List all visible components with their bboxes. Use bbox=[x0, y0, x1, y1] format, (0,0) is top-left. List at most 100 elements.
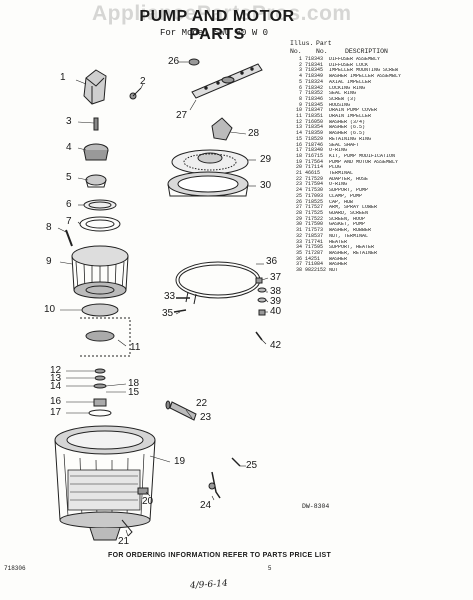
callout-22: 22 bbox=[196, 398, 208, 409]
part-number: 718349 bbox=[305, 73, 324, 80]
part-number: 717529 bbox=[305, 175, 324, 182]
plug-drawing bbox=[137, 487, 149, 495]
part-description: WASHER IMPELLER ASSEMBLY bbox=[329, 74, 402, 80]
part-description: WASHER (6.5) bbox=[329, 131, 366, 137]
callout-1: 1 bbox=[60, 72, 66, 83]
illus-number: 29 bbox=[295, 215, 302, 222]
callout-30: 30 bbox=[260, 180, 272, 191]
model-subtitle: For Model SWU 60 W 0 bbox=[160, 28, 269, 38]
part-description: LOCKING RING bbox=[329, 85, 366, 91]
callout-29: 29 bbox=[260, 154, 272, 165]
callout-39: 39 bbox=[270, 296, 282, 307]
leader-lines bbox=[57, 61, 269, 537]
part-number: 14251 bbox=[305, 255, 321, 262]
spray-arm-drawing bbox=[191, 63, 263, 99]
part-description: CLAMP, PUMP bbox=[329, 193, 363, 199]
part-description: DIFFUSER LOCK bbox=[329, 62, 369, 68]
part-number: 716715 bbox=[305, 152, 324, 159]
part-description: DIFFUSER ASSEMBLY bbox=[329, 57, 381, 62]
ordering-note: FOR ORDERING INFORMATION REFER TO PARTS … bbox=[108, 552, 332, 559]
callout-18: 18 bbox=[128, 378, 140, 389]
part-description: WASHER bbox=[329, 256, 348, 262]
illus-number: 22 bbox=[295, 175, 302, 182]
callout-17: 17 bbox=[50, 407, 62, 418]
illus-number: 27 bbox=[295, 204, 302, 211]
callout-20: 20 bbox=[142, 496, 154, 507]
illus-number: 19 bbox=[295, 158, 302, 165]
part-number: 718324 bbox=[305, 78, 324, 85]
callout-24: 24 bbox=[200, 500, 212, 511]
part-number: 718354 bbox=[305, 124, 324, 131]
callout-27: 27 bbox=[176, 110, 188, 121]
part-number: 718537 bbox=[305, 232, 324, 239]
part-number: 718343 bbox=[305, 56, 324, 62]
part-number: 718352 bbox=[305, 90, 324, 97]
screen-guard-drawing bbox=[211, 117, 233, 141]
callout-36: 36 bbox=[266, 256, 278, 267]
part-number: 718351 bbox=[305, 113, 324, 120]
part-description: SEAL SHAFT bbox=[329, 142, 360, 148]
terminal-nut-drawing bbox=[255, 277, 263, 284]
diffuser-assembly-drawing bbox=[83, 69, 107, 105]
part-number: 718359 bbox=[305, 130, 324, 137]
callout-38: 38 bbox=[270, 286, 282, 297]
part-description: WASHER bbox=[329, 262, 348, 268]
part-description: SEAL RING bbox=[329, 91, 357, 97]
callout-28: 28 bbox=[248, 128, 260, 139]
callout-21: 21 bbox=[118, 536, 130, 547]
part-number: 718341 bbox=[305, 61, 324, 68]
part-number: 717564 bbox=[305, 158, 324, 165]
part-number: 717595 bbox=[305, 244, 324, 251]
axial-impeller-drawing bbox=[85, 174, 107, 186]
illus-number: 28 bbox=[295, 209, 302, 216]
callout-35: 35 bbox=[162, 308, 174, 319]
callout-10: 10 bbox=[44, 304, 56, 315]
part-description: GASKET, PUMP bbox=[329, 222, 366, 228]
screw-drawing bbox=[65, 229, 73, 247]
illus-number: 36 bbox=[295, 255, 302, 262]
page-mark: 5 bbox=[268, 566, 272, 572]
callout-19: 19 bbox=[174, 456, 186, 467]
part-number: 9822152 bbox=[305, 267, 327, 274]
illus-number: 37 bbox=[295, 261, 302, 268]
callout-23: 23 bbox=[200, 412, 212, 423]
document-code: 718306 bbox=[4, 565, 26, 572]
pump-gasket-drawing bbox=[167, 171, 249, 197]
illus-number: 7 bbox=[298, 90, 302, 97]
part-description: HEATER bbox=[329, 239, 348, 245]
header-description: DESCRIPTION bbox=[345, 48, 388, 55]
part-number: 716050 bbox=[305, 118, 324, 125]
part-description: DRAIN PUMP COVER bbox=[329, 108, 378, 114]
illus-number: 21 bbox=[295, 170, 302, 177]
illus-number: 35 bbox=[295, 249, 302, 256]
illus-number: 20 bbox=[295, 164, 302, 171]
o-ring-drawing bbox=[88, 409, 112, 417]
part-number: 717530 bbox=[305, 187, 324, 194]
part-number: 718340 bbox=[305, 147, 324, 154]
callout-4: 4 bbox=[66, 142, 72, 153]
part-number: 718345 bbox=[305, 67, 324, 74]
illus-number: 2 bbox=[298, 61, 302, 68]
part-description: ADAPTER, HOSE bbox=[329, 176, 369, 182]
part-description: SCREW (3) bbox=[329, 96, 357, 102]
part-description: IMPELLER MOUNTING SCREW bbox=[329, 68, 399, 74]
part-description: O-RING bbox=[329, 182, 348, 188]
illus-number: 31 bbox=[295, 227, 302, 234]
part-number: 46615 bbox=[305, 170, 321, 177]
watermark-text: AppliancePartsPros.com bbox=[92, 2, 352, 25]
part-number: 718347 bbox=[305, 107, 324, 114]
part-number: 718746 bbox=[305, 141, 324, 148]
